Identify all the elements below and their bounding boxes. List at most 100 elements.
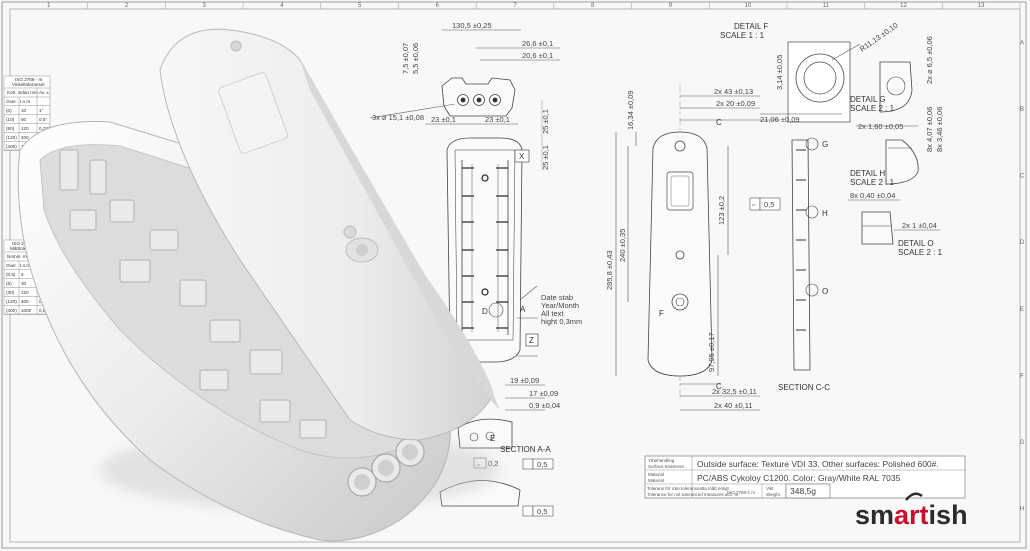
surface-label-en: Surface treatment — [648, 464, 685, 469]
material-label: Material — [648, 472, 664, 477]
svg-text:240 ±0,35: 240 ±0,35 — [618, 229, 627, 262]
svg-text:0,5: 0,5 — [764, 200, 774, 209]
detail-marker-g: G — [822, 140, 828, 149]
table-title: ISO 2768 - m — [15, 77, 42, 82]
housing-3d-render — [17, 28, 500, 542]
detail-o-scale: SCALE 2 : 1 — [898, 248, 943, 257]
detail-o-view: 2x 1 ±0,04 DETAIL O SCALE 2 : 1 — [861, 211, 943, 257]
table-cell: t.o.m — [20, 263, 30, 268]
detail-f-title: DETAIL F — [734, 22, 768, 31]
grid-row-label: D — [1020, 240, 1025, 246]
svg-text:2x 40 ±0,11: 2x 40 ±0,11 — [714, 401, 753, 410]
grid-row-label: H — [1020, 507, 1024, 513]
section-aa-label: SECTION A-A — [500, 445, 551, 454]
detail-g-title: DETAIL G — [850, 95, 886, 104]
svg-text:20,6 ±0,1: 20,6 ±0,1 — [522, 51, 553, 60]
section-cc-label: SECTION C-C — [778, 383, 830, 392]
detail-marker-e: E — [490, 434, 495, 443]
svg-text:2x 1,60 ±0,05: 2x 1,60 ±0,05 — [858, 122, 903, 131]
section-marker-a: A — [520, 305, 526, 314]
grid-column-label: 6 — [436, 3, 440, 9]
grid-column-label: 9 — [669, 3, 673, 9]
grid-row-label: G — [1020, 440, 1025, 446]
note-line: Date stab — [541, 293, 573, 302]
detail-h-title: DETAIL H — [850, 169, 885, 178]
detail-marker-d: D — [482, 307, 488, 316]
svg-text:26,6 ±0,1: 26,6 ±0,1 — [522, 39, 553, 48]
tolerance-value: ISO 2768-1 m — [727, 490, 755, 495]
note-line: hight 0,3mm — [541, 317, 582, 326]
table-cell: (6) — [6, 281, 12, 286]
table-cell: 6 — [21, 272, 24, 277]
detail-f-scale: SCALE 1 : 1 — [720, 31, 765, 40]
table-cell: 400 — [21, 299, 29, 304]
table-cell: 50 — [21, 117, 27, 122]
svg-text:8x 0,40 ±0,04: 8x 0,40 ±0,04 — [850, 191, 895, 200]
svg-text:17 ±0,09: 17 ±0,09 — [529, 389, 558, 398]
svg-text:3,14 ±0,05: 3,14 ±0,05 — [775, 55, 784, 90]
detail-g-scale: SCALE 2 : 1 — [850, 104, 895, 113]
grid-column-label: 1 — [47, 3, 51, 9]
table-cell: (0) — [6, 108, 12, 113]
table-cell: (120) — [6, 299, 17, 304]
svg-text:smartish: smartish — [855, 500, 968, 530]
detail-marker-o: O — [822, 287, 828, 296]
weight-value: 348,5g — [790, 486, 816, 496]
grid-column-label: 7 — [513, 3, 517, 9]
svg-text:0,5: 0,5 — [537, 460, 547, 469]
table-cell: (30) — [6, 290, 15, 295]
table-cell: (400) — [6, 308, 17, 313]
detail-o-title: DETAIL O — [898, 239, 934, 248]
view-marker-x: X — [519, 152, 525, 161]
table-cell: 1° — [39, 108, 44, 113]
svg-text:23 ±0,1: 23 ±0,1 — [431, 115, 456, 124]
section-marker-c: C — [716, 118, 722, 127]
grid-column-label: 3 — [203, 3, 207, 9]
svg-text:2x 43 ±0,13: 2x 43 ±0,13 — [714, 87, 753, 96]
table-subtitle: Vinkeltoleranser — [12, 82, 45, 87]
svg-text:97,95 ±0,17: 97,95 ±0,17 — [707, 332, 716, 372]
table-cell: (400) — [6, 144, 17, 149]
svg-text:7,5 ±0,07: 7,5 ±0,07 — [401, 43, 410, 74]
table-cell: 1000 — [21, 308, 32, 313]
table-cell: 400 — [21, 135, 29, 140]
table-cell: 120 — [21, 290, 29, 295]
svg-text:8x 3,46 ±0,06: 8x 3,46 ±0,06 — [935, 107, 944, 152]
tolerance-label-en: Tolerance for not toleranced measures ac… — [647, 492, 739, 497]
svg-text:130,5 ±0,25: 130,5 ±0,25 — [452, 21, 492, 30]
material-label-en: Material — [648, 478, 664, 483]
table-cell: 30 — [21, 281, 27, 286]
housing-inner-view: X Z A D Date stab Year/Month All text hi… — [446, 137, 582, 411]
table-cell: 10 — [21, 108, 27, 113]
table-cell: 0,33° — [39, 126, 50, 131]
grid-row-label: C — [1020, 174, 1025, 180]
note-line: All text — [541, 309, 564, 318]
detail-h-scale: SCALE 2 : 1 — [850, 178, 895, 187]
section-cc-view: G H O SECTION C-C — [778, 137, 830, 392]
note-line: Year/Month — [541, 301, 579, 310]
svg-text:⏥: ⏥ — [752, 202, 756, 207]
grid-row-label: A — [1020, 40, 1024, 46]
svg-text:285,8 ±0,43: 285,8 ±0,43 — [605, 250, 614, 290]
svg-text:21,06 ±0,09: 21,06 ±0,09 — [760, 115, 800, 124]
svg-text:25 ±0,1: 25 ±0,1 — [541, 109, 550, 134]
table-header: Av. ± — [39, 90, 49, 95]
grid-column-label: 5 — [358, 3, 362, 9]
svg-text:2x 32,5 ±0,11: 2x 32,5 ±0,11 — [712, 387, 757, 396]
housing-front-view: F C C 2x 43 ±0,13 2x 20 ±0,09 16,34 ±0,0… — [605, 85, 781, 411]
table-cell: (50) — [6, 126, 15, 131]
svg-text:25 ±0,1: 25 ±0,1 — [541, 145, 550, 170]
grid-column-label: 10 — [745, 3, 752, 9]
grid-column-label: 11 — [823, 3, 830, 9]
grid-column-label: 12 — [900, 3, 907, 9]
table-cell: Over — [6, 263, 16, 268]
material-value: PC/ABS Cykoloy C1200. Color: Gray/White … — [697, 473, 901, 483]
table-cell: Over — [6, 99, 16, 104]
svg-text:23 ±0,1: 23 ±0,1 — [485, 115, 510, 124]
svg-text:16,34 ±0,09: 16,34 ±0,09 — [626, 90, 635, 130]
surface-label: Ytbehandling — [648, 458, 675, 463]
